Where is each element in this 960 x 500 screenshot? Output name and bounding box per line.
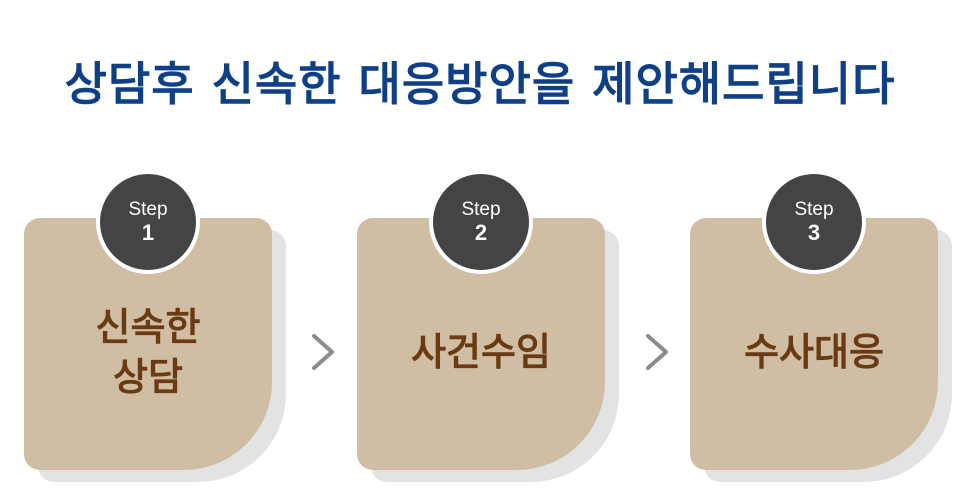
step-label: 수사대응 (690, 218, 938, 470)
step-badge-number: 3 (807, 220, 821, 245)
step-badge-word: Step (794, 199, 834, 220)
step-badge: Step 2 (429, 170, 533, 274)
step-badge: Step 1 (96, 170, 200, 274)
step-card-3: 수사대응 Step 3 (690, 170, 952, 482)
step-label-line: 상담 (113, 355, 183, 399)
step-badge-number: 1 (141, 220, 155, 245)
step-label: 신속한 상담 (24, 218, 272, 470)
chevron-right-icon (312, 334, 334, 370)
page-title: 상담후 신속한 대응방안을 제안해드립니다 (64, 57, 896, 111)
step-badge-word: Step (128, 199, 168, 220)
step-label-line: 신속한 (95, 305, 201, 349)
step-label: 사건수임 (357, 218, 605, 470)
chevron-right-icon (646, 334, 668, 370)
step-badge-number: 2 (474, 220, 488, 245)
step-badge-word: Step (461, 199, 501, 220)
step-label-line: 수사대응 (744, 330, 884, 374)
step-card-1: 신속한 상담 Step 1 (24, 170, 286, 482)
step-badge: Step 3 (762, 170, 866, 274)
step-card-2: 사건수임 Step 2 (357, 170, 619, 482)
step-label-line: 사건수임 (411, 330, 551, 374)
